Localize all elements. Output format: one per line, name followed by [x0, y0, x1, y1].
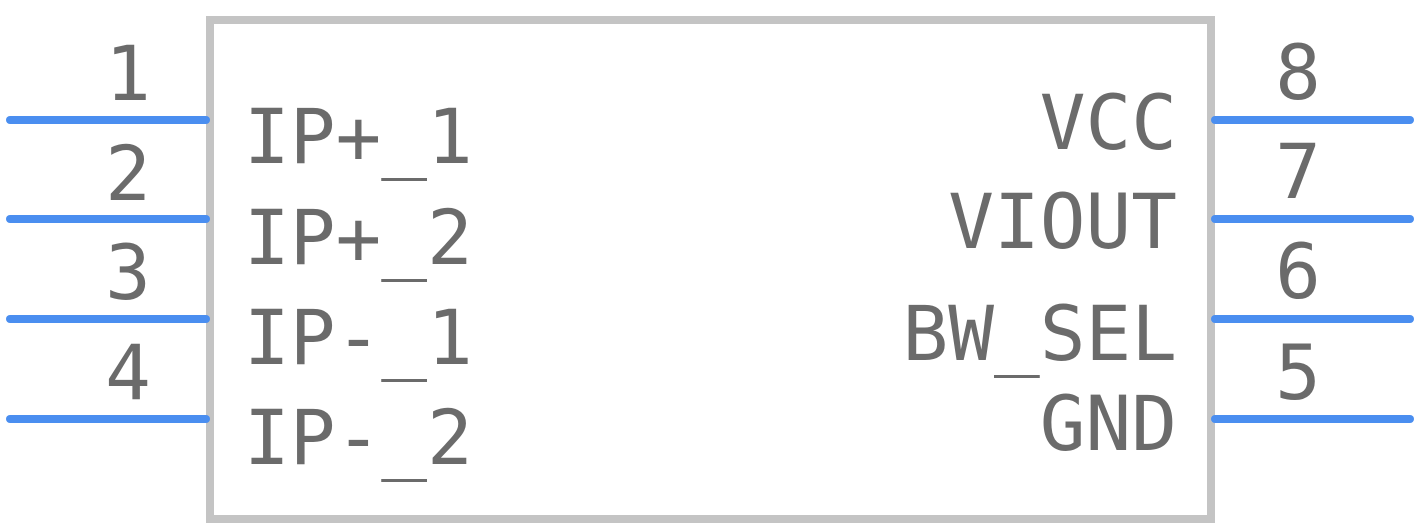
pin-number: 5	[1275, 328, 1321, 417]
pin-number: 4	[105, 328, 151, 417]
left-pin-3[interactable]: 3 IP-_1	[6, 228, 473, 382]
pin-name: VIOUT	[948, 177, 1177, 266]
left-pin-4[interactable]: 4 IP-_2	[6, 328, 473, 482]
right-pin-7[interactable]: 7 VIOUT	[948, 127, 1414, 266]
pin-number: 2	[105, 129, 151, 218]
pin-number: 8	[1275, 28, 1321, 117]
pin-name: IP+_2	[244, 193, 473, 282]
pin-name: IP-_2	[244, 393, 473, 482]
component-body	[206, 16, 1215, 523]
pin-name: IP+_1	[244, 92, 473, 181]
right-pin-5[interactable]: 5 GND	[1040, 328, 1414, 468]
left-pin-2[interactable]: 2 IP+_2	[6, 129, 473, 282]
left-pin-1[interactable]: 1 IP+_1	[6, 29, 473, 181]
right-pin-8[interactable]: 8 VCC	[1040, 28, 1414, 167]
pin-name: GND	[1040, 379, 1177, 468]
right-pin-6[interactable]: 6 BW_SEL	[902, 227, 1414, 378]
pin-number: 3	[105, 228, 151, 317]
pin-name: VCC	[1040, 78, 1177, 167]
pin-number: 6	[1275, 227, 1321, 316]
pin-name: BW_SEL	[902, 289, 1177, 378]
pin-number: 1	[105, 29, 151, 118]
pin-name: IP-_1	[244, 293, 473, 382]
pin-number: 7	[1275, 127, 1321, 216]
